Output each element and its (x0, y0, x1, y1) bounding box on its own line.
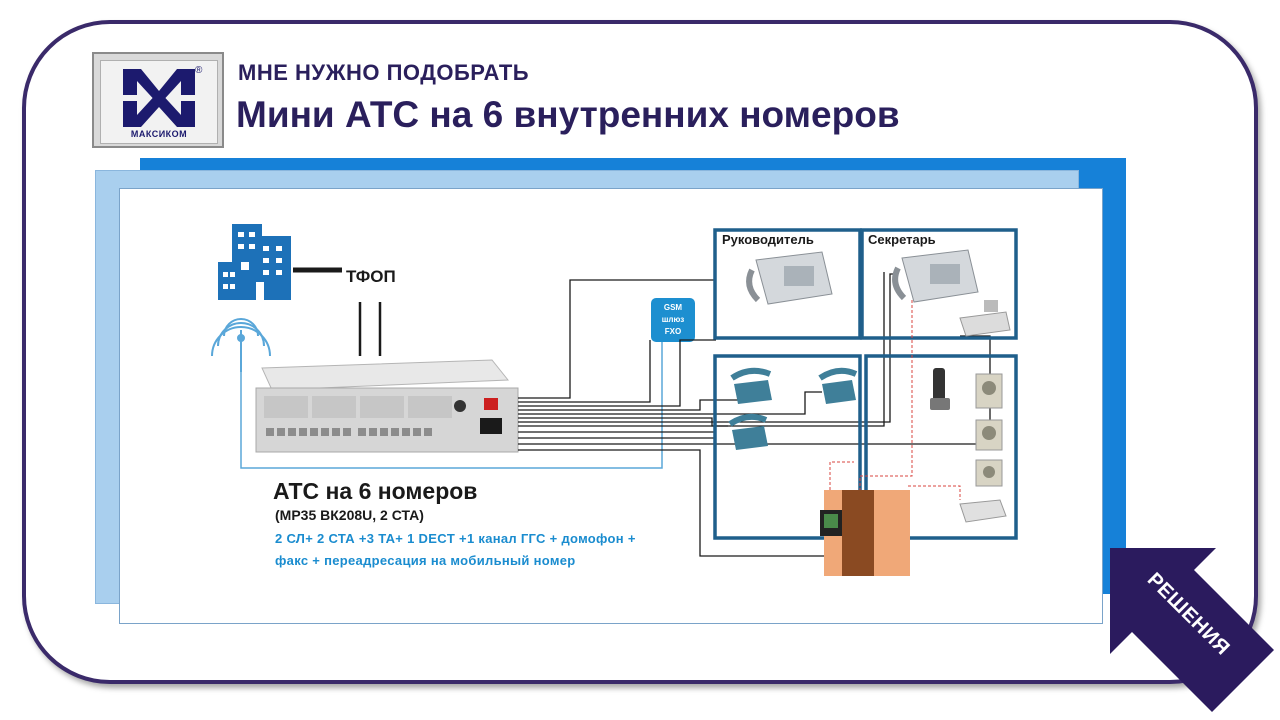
analog-phone-icon (818, 367, 858, 404)
system-phone-icon (746, 251, 833, 305)
pbx-device (255, 359, 519, 453)
room-secretary (860, 228, 1018, 340)
speaker-icon (975, 459, 1003, 487)
solution-features-line1: 2 СЛ+ 2 СТА +3 ТА+ 1 DECT +1 канал ГГС +… (275, 531, 636, 546)
antenna-icon (211, 318, 271, 372)
speaker-icon (975, 419, 1003, 451)
logo-caption: МАКСИКОМ (130, 129, 188, 139)
solution-title: АТС на 6 номеров (273, 478, 478, 504)
arrow-up-left-icon (1110, 548, 1274, 712)
gsm-gateway: GSM шлюз FXO (651, 298, 695, 342)
analog-phone-icon (728, 413, 768, 450)
analog-phone-icon (730, 367, 772, 404)
door-intercom-icon (820, 490, 910, 576)
svg-text:GSM: GSM (664, 303, 683, 312)
logo-registered-mark: ® (195, 65, 203, 76)
building-icon (218, 224, 291, 300)
rooms (713, 228, 1018, 540)
solution-features-line2: факс + переадресация на мобильный номер (275, 553, 576, 568)
dect-phone-icon (930, 368, 950, 410)
speaker-icon (975, 373, 1003, 409)
room-manager-label: Руководитель (722, 232, 814, 247)
fax-icon (959, 300, 1011, 337)
paging-amplifier-icon (959, 499, 1007, 523)
header-subtitle: МНЕ НУЖНО ПОДОБРАТЬ (238, 60, 530, 85)
room-hall (864, 354, 1018, 540)
solution-model: (МР35 ВК208U, 2 СТА) (275, 507, 424, 523)
svg-text:FXO: FXO (665, 327, 681, 336)
svg-text:шлюз: шлюз (662, 315, 685, 324)
pstn-label: ТФОП (346, 267, 396, 286)
room-manager (713, 228, 862, 340)
room-secretary-label: Секретарь (868, 232, 936, 247)
solutions-badge[interactable] (1106, 544, 1276, 714)
maksikom-logo: ® МАКСИКОМ (92, 52, 224, 148)
room-office (713, 354, 862, 540)
system-phone-icon (892, 249, 979, 303)
logo-mark-icon (123, 69, 195, 127)
page-title: Мини АТС на 6 внутренних номеров (236, 94, 900, 135)
